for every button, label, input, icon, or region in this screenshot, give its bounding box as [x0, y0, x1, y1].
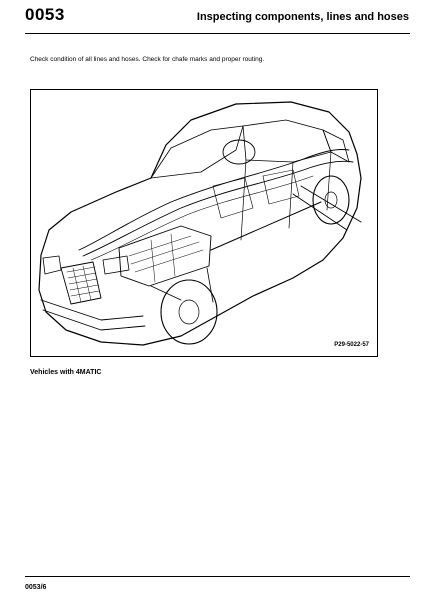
rear-window — [322, 129, 350, 163]
car-cutaway-drawing — [38, 101, 362, 346]
hose-lines — [90, 175, 314, 261]
engine-block — [118, 225, 212, 287]
grille-bars — [66, 265, 100, 303]
section-number: 0053 — [25, 5, 65, 24]
door-lines — [240, 151, 332, 241]
page-number: 0053/6 — [25, 584, 47, 591]
front-grille — [60, 261, 102, 305]
front-wheel — [160, 279, 218, 345]
front-bumper — [40, 299, 146, 331]
header-divider — [25, 33, 410, 34]
headlight-right — [102, 255, 130, 275]
windshield — [150, 125, 244, 179]
headlight-left — [42, 255, 62, 275]
side-windows — [242, 119, 332, 163]
footer-divider — [25, 576, 410, 577]
drive-shaft — [210, 201, 322, 251]
front-wheel-hub — [178, 299, 200, 325]
rear-wheel — [312, 175, 350, 225]
figure-reference: P29-5022-57 — [334, 342, 369, 348]
engine-detail — [128, 233, 204, 283]
body-outline — [38, 101, 362, 346]
front-suspension — [150, 267, 214, 303]
vehicle-illustration: P29-5022-57 — [30, 89, 378, 357]
fuel-lines — [82, 160, 354, 257]
rear-axle — [292, 185, 362, 231]
intro-text: Check condition of all lines and hoses. … — [30, 56, 265, 63]
seat-outline — [212, 169, 300, 219]
rear-wheel-hub — [324, 191, 338, 209]
brake-lines — [78, 149, 350, 251]
page-title: Inspecting components, lines and hoses — [196, 11, 409, 23]
figure-caption: Vehicles with 4MATIC — [30, 369, 102, 376]
spare-wheel — [222, 139, 256, 165]
